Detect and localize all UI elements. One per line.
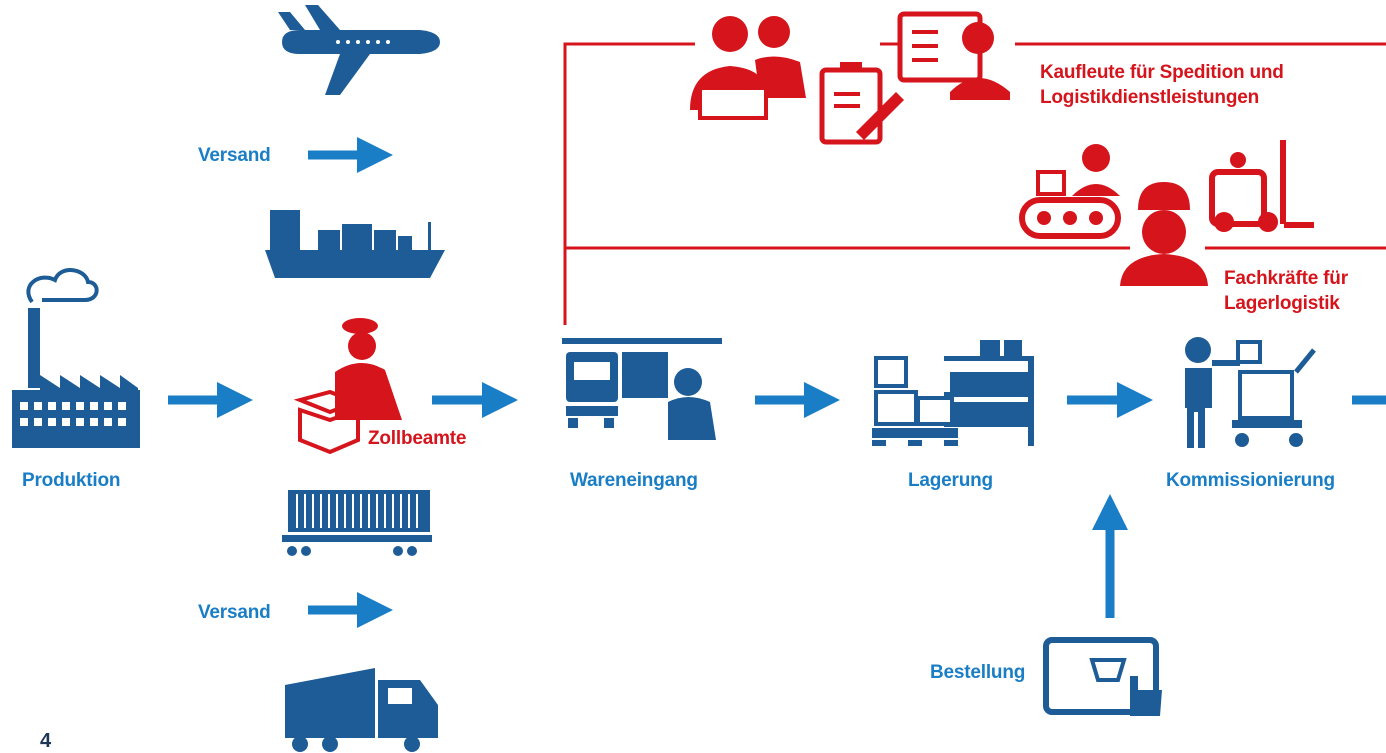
ship-icon xyxy=(265,210,445,278)
train-wagon-icon xyxy=(282,490,432,556)
lagerung-label: Lagerung xyxy=(908,470,993,491)
versand-label-bottom: Versand xyxy=(198,602,271,623)
zollbeamte-label: Zollbeamte xyxy=(368,428,467,449)
fachkraefte-bracket xyxy=(563,246,1386,325)
storage-shelf-icon xyxy=(872,340,1034,446)
kaufleute-label: Kaufleute für Spedition und Logistikdien… xyxy=(1040,62,1284,108)
kaufleute-bracket xyxy=(563,42,1386,305)
receiving-icon xyxy=(562,338,722,440)
kommissionierung-label: Kommissionierung xyxy=(1166,470,1335,491)
truck-icon xyxy=(285,668,438,752)
customs-officer-icon xyxy=(293,318,402,455)
page-number: 4 xyxy=(40,730,52,752)
office-staff-icon xyxy=(690,11,1010,145)
bestellung-label: Bestellung xyxy=(930,662,1026,683)
factory-icon xyxy=(12,268,140,448)
warehouse-staff-icon xyxy=(1019,140,1314,286)
tablet-order-icon xyxy=(1043,637,1162,716)
produktion-label: Produktion xyxy=(22,470,121,491)
airplane-icon xyxy=(278,5,440,95)
picking-worker-icon xyxy=(1185,337,1316,448)
fachkraefte-label: Fachkräfte für Lagerlogistik xyxy=(1224,268,1348,314)
flow-arrows xyxy=(168,137,1386,628)
versand-label-top: Versand xyxy=(198,145,271,166)
wareneingang-label: Wareneingang xyxy=(570,470,698,491)
